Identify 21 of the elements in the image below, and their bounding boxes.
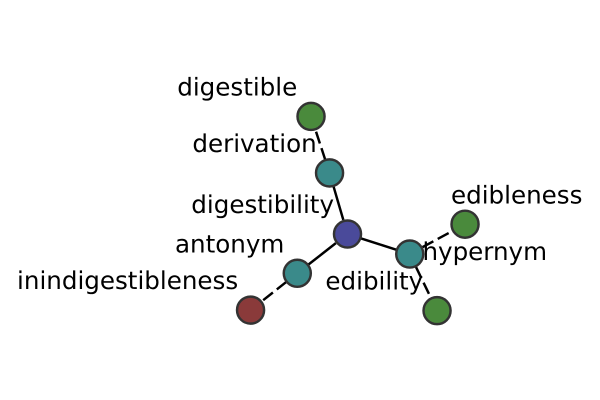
node-circle [332, 219, 362, 249]
connector [360, 237, 397, 251]
connector [307, 242, 337, 266]
node-label: edibleness [450, 180, 582, 210]
node-circle [422, 296, 452, 326]
node-circle [450, 209, 480, 239]
connector [260, 280, 288, 303]
node-label: antonym [174, 229, 284, 258]
connector [332, 186, 344, 220]
node-circle [236, 295, 266, 325]
node-circle [282, 258, 312, 288]
node-circle [314, 158, 344, 188]
node-label: derivation [192, 129, 317, 158]
node-label: edibility [325, 266, 424, 296]
node-circle [296, 102, 326, 132]
node-label: digestible [177, 72, 298, 102]
connector [314, 129, 326, 160]
node-label: hypernym [422, 237, 548, 266]
node-label: inindigestibleness [17, 266, 238, 296]
node-circle [395, 239, 424, 269]
node-label: digestibility [191, 190, 334, 220]
